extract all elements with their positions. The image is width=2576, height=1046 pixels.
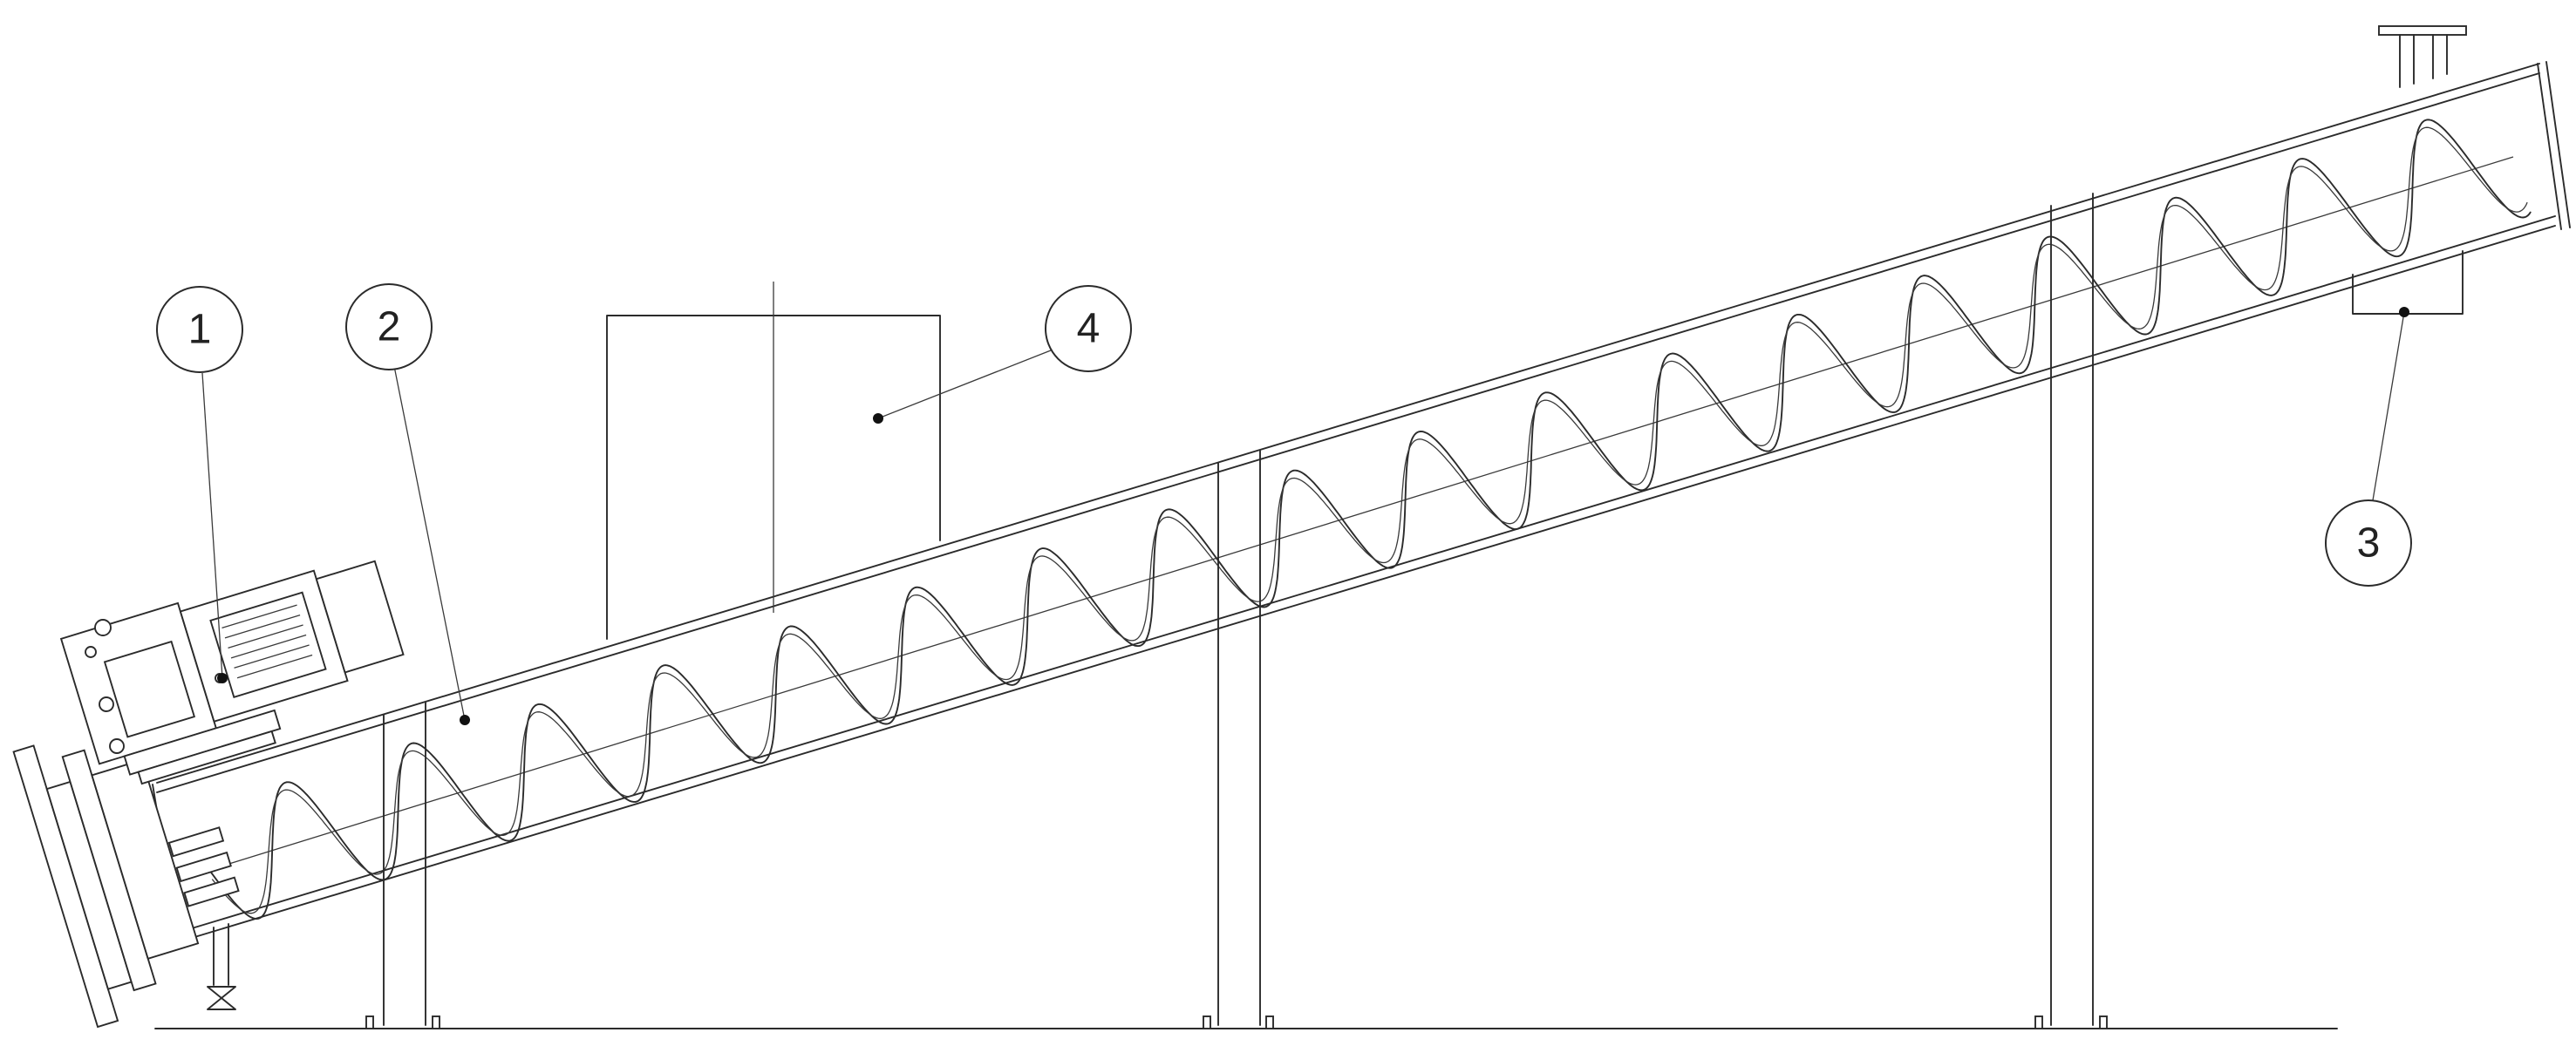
conveyor-trough: [152, 61, 2571, 942]
screw-flight: [208, 119, 2532, 920]
callout-4-label: 4: [1077, 306, 1101, 352]
callout-2-label: 2: [378, 304, 401, 350]
drain-valve: [207, 923, 236, 1010]
callout-3: 3: [2325, 499, 2412, 587]
support-leg-3: [2034, 193, 2108, 1029]
leader-dot-4: [873, 413, 883, 424]
callout-2: 2: [345, 283, 433, 370]
drive-unit: [12, 560, 405, 1029]
callout-1-label: 1: [188, 307, 212, 353]
callout-1: 1: [156, 286, 243, 373]
leader-dot-2: [460, 715, 470, 725]
leader-dot-1: [217, 673, 228, 683]
callout-4: 4: [1045, 285, 1132, 372]
callout-leaders: [201, 311, 2405, 721]
callout-3-label: 3: [2357, 520, 2381, 567]
inlet-hopper: [606, 282, 941, 640]
screw-flight-edge: [211, 126, 2528, 914]
support-leg-2: [1203, 450, 1274, 1029]
support-leg-1: [365, 702, 440, 1029]
vent-nozzle: [2378, 25, 2467, 88]
leader-dot-3: [2399, 307, 2409, 317]
